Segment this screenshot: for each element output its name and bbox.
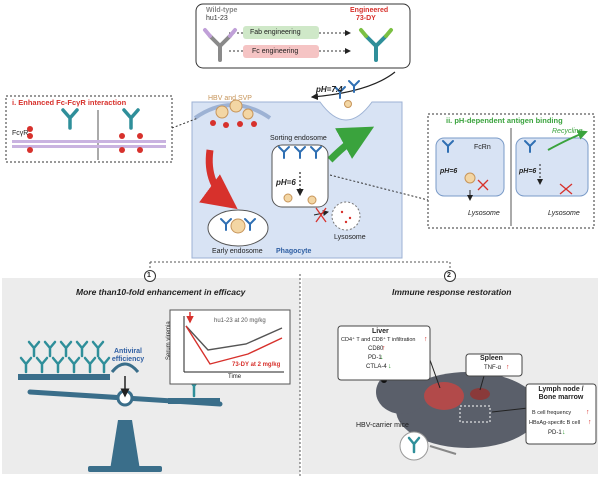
liver-item: CD80 (368, 346, 384, 352)
hbv-svp-label: HBV and SVP (208, 95, 252, 102)
lymph-title: Lymph node / Bone marrow (538, 386, 584, 402)
lymph-label-box (525, 383, 597, 445)
series-hu1-23-line (185, 325, 283, 351)
fcgr-receptor-icon (27, 126, 143, 153)
down-arrow-icon: ↓ (388, 363, 392, 370)
up-arrow-icon: ↑ (424, 336, 428, 343)
spleen-title: Spleen (480, 355, 503, 362)
spleen-label-box (465, 353, 523, 377)
recycling-arrow (327, 126, 375, 163)
lymph-item: PD-1 (548, 430, 562, 436)
lysosome-left-label: Lysosome (468, 210, 500, 217)
ph-6-left-label: pH=6 (440, 168, 458, 175)
ph-6-center-label: pH=6 (276, 178, 296, 187)
panel-i-box (5, 95, 173, 163)
series-73-dy-line (185, 325, 283, 365)
down-arrow-icon: ↓ (380, 354, 384, 361)
series-73-dy-label: 73-DY at 2 mg/kg (232, 362, 281, 368)
panel-i-title: i. Enhanced Fc-FcγR interaction (12, 98, 127, 107)
liver-item: CTLA-4 (366, 364, 387, 370)
panel-ii-title: ii. pH-dependent antigen binding (446, 116, 563, 125)
ph-6-right-label: pH=6 (519, 168, 537, 175)
section-2-badge (444, 270, 456, 282)
early-endosome-label: Early endosome (212, 248, 263, 255)
liver-label-box (337, 325, 431, 381)
lysosome-label: Lysosome (334, 234, 366, 241)
ph-7-4-label: pH=7.4 (316, 85, 343, 94)
lymph-item: B cell frequency (532, 410, 572, 416)
wild-type-name: hu1-23 (206, 15, 228, 22)
sorting-endosome-label: Sorting endosome (270, 135, 327, 142)
hbv-particles (210, 99, 257, 128)
engineered-label: Engineered (350, 7, 389, 14)
section-1-badge (144, 270, 156, 282)
fcgr-label: FcγR (12, 130, 29, 137)
lysosome-organelle (331, 201, 361, 231)
liver-item: PD-1 (368, 355, 382, 361)
phagocyte-label: Phagocyte (276, 248, 312, 255)
up-arrow-icon: ↑ (586, 409, 590, 416)
fab-engineering-label: Fab engineering (250, 29, 301, 36)
spleen-item: TNF-α (484, 365, 502, 371)
liver-organ (424, 382, 464, 410)
up-arrow-icon: ↑ (382, 345, 386, 352)
wild-type-label: Wild-type (206, 7, 238, 14)
fab-engineering-pill (243, 26, 319, 39)
series-hu1-23-label: hu1-23 at 20 mg/kg (214, 318, 266, 324)
section-2-number: 2 (447, 272, 451, 279)
section-1-number: 1 (147, 272, 151, 279)
antibody-stack-left (19, 340, 111, 374)
engineered-antibody-icon (359, 28, 393, 62)
chart-y-axis-label: Serum viremia (166, 321, 172, 360)
recycling-label: Recycling (552, 128, 583, 135)
up-arrow-icon: ↑ (588, 419, 592, 426)
up-arrow-icon: ↑ (506, 364, 510, 371)
balance-scale-icon (18, 362, 223, 472)
spleen-organ (470, 388, 490, 400)
antiviral-efficiency-label: Antiviral efficiency (111, 348, 145, 364)
mice-label: HBV-carrier mice (356, 422, 409, 429)
liver-item: CD4⁺ T and CD8⁺ T infiltration (341, 337, 416, 343)
down-arrow-icon: ↓ (562, 429, 566, 436)
liver-title: Liver (372, 328, 389, 335)
chart-x-axis-label: Time (228, 374, 242, 380)
lymph-item: HBsAg-specifc B cell (529, 420, 581, 426)
fc-engineering-pill (243, 45, 319, 58)
wild-type-antibody-icon (203, 28, 237, 62)
internalization-arrow (199, 149, 238, 210)
fc-engineering-label: Fc engineering (252, 48, 299, 55)
fcrn-label: FcRn (474, 144, 491, 151)
section-2-title: Immune response restoration (392, 287, 512, 297)
lysosome-right-label: Lysosome (548, 210, 580, 217)
section-1-title: More than10-fold enhancement in efficacy (76, 287, 246, 297)
engineered-name: 73-DY (356, 15, 376, 22)
